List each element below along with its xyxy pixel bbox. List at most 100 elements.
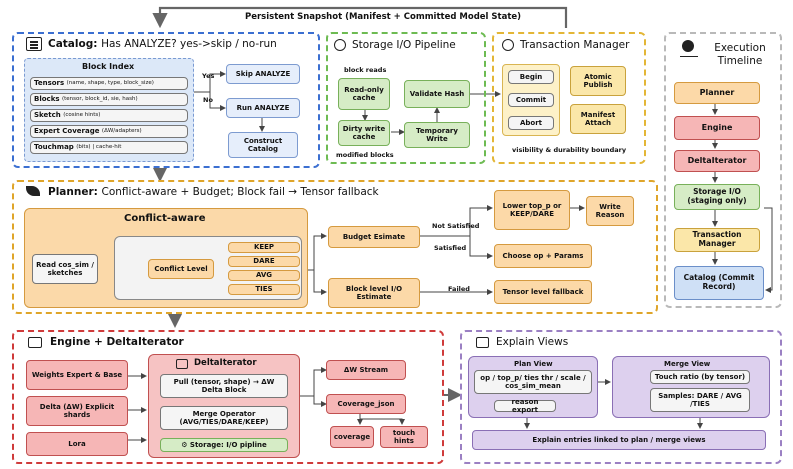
row-head: Blocks	[34, 95, 60, 104]
conflict-level-box: Conflict Level	[148, 259, 214, 279]
validate-hash-box: Validate Hash	[404, 80, 470, 108]
engine-icon	[28, 337, 42, 348]
reason-export-box: reason export	[494, 398, 556, 414]
block-io-estimate-box: Block level I/O Estimate	[328, 278, 420, 308]
level-ties: TIES	[228, 284, 300, 295]
touch-hints-box: touch hints	[380, 426, 428, 448]
delta-shards-box: Delta (ΔW) Explicit shards	[26, 396, 128, 426]
catalog-row-expert-coverage: Expert Coverage (ΔW/adapters)	[30, 125, 188, 138]
catalog-panel	[12, 32, 320, 168]
link-icon: ⚙	[181, 440, 188, 449]
modified-blocks-label: modified blocks	[336, 151, 394, 159]
coverage-box: coverage	[330, 426, 374, 448]
catalog-title: Catalog: Has ANALYZE? yes->skip / no-run	[48, 38, 277, 50]
timeline-storage: Storage I/O (staging only)	[674, 184, 760, 210]
temporary-write-box: Temporary Write	[404, 122, 470, 148]
timeline-branch-icon	[680, 56, 698, 64]
delta-iterator-icon	[176, 359, 188, 369]
level-dare: DARE	[228, 256, 300, 267]
read-cos-sim-box: Read cos_sim / sketches	[32, 254, 98, 284]
atomic-publish-box: Atomic Publish	[570, 66, 626, 96]
readonly-cache-box: Read-only cache	[338, 78, 390, 110]
catalog-icon	[26, 37, 42, 51]
coverage-json-box: Coverage_json	[326, 394, 406, 414]
storage-panel	[326, 32, 486, 164]
manifest-attach-box: Manifest Attach	[570, 104, 626, 134]
budget-estimate-box: Budget Esimate	[328, 226, 420, 248]
pull-tensor-box: Pull (tensor, shape) → ΔW Delta Block	[160, 374, 288, 398]
write-reason-box: Write Reason	[586, 196, 634, 226]
timeline-deltaiterator: DeltaIterator	[674, 150, 760, 172]
level-keep: KEEP	[228, 242, 300, 253]
storage-pipeline-box: ⚙ Storage: I/O pipline	[160, 438, 288, 452]
boundary-label: visibility & durability boundary	[512, 146, 627, 154]
conflict-aware-title: Conflict-aware	[124, 213, 206, 224]
no-label: No	[203, 96, 213, 104]
planner-title: Planner: Conflict-aware + Budget; Block …	[48, 186, 379, 198]
timeline-title: Execution Timeline	[714, 42, 766, 68]
catalog-title-rest: Has ANALYZE? yes->skip / no-run	[101, 38, 277, 50]
row-head: Expert Coverage	[34, 127, 100, 136]
storage-icon	[334, 39, 346, 51]
storage-title: Storage I/O Pipeline	[352, 39, 456, 51]
delta-iterator-title: DeltaIterator	[194, 358, 257, 368]
explain-entries-box: Explain entries linked to plan / merge v…	[472, 430, 766, 450]
commit-box: Commit	[508, 93, 554, 107]
catalog-title-prefix: Catalog:	[48, 38, 98, 50]
dirty-write-cache-box: Dirty write cache	[338, 120, 390, 146]
row-head: Sketch	[34, 111, 61, 120]
abort-box: Abort	[508, 116, 554, 130]
timeline-engine: Engine	[674, 116, 760, 140]
transaction-title: Transaction Manager	[520, 39, 630, 51]
touch-ratio-box: Touch ratio (by tensor)	[650, 370, 750, 384]
level-avg: AVG	[228, 270, 300, 281]
row-detail: (tensor, block_id, sie, hash)	[61, 96, 138, 103]
catalog-row-touchmap: Touchmap (bits) | cache-hit	[30, 141, 188, 154]
block-reads-label: block reads	[344, 66, 387, 74]
row-head: Tensors	[34, 79, 65, 88]
catalog-row-sketch: Sketch (cosine hints)	[30, 109, 188, 122]
row-detail: (name, shape, type, block_size)	[66, 80, 154, 87]
merge-view-title: Merge View	[664, 360, 711, 368]
run-analyze-box: Run ANALYZE	[226, 98, 300, 118]
weights-box: Weights Expert & Base	[26, 360, 128, 390]
row-detail: (cosine hints)	[63, 112, 101, 119]
timeline-icon	[682, 40, 694, 52]
block-index-title: Block Index	[82, 62, 135, 71]
explain-title: Explain Views	[496, 336, 569, 348]
explain-panel	[460, 330, 782, 464]
planner-title-rest: Conflict-aware + Budget; Block fail → Te…	[101, 186, 379, 198]
storage-pipeline-label: Storage: I/O pipline	[189, 440, 267, 449]
satisfied-label: Satisfied	[434, 244, 467, 252]
row-detail: (ΔW/adapters)	[101, 128, 142, 135]
timeline-transaction: Transaction Manager	[674, 228, 760, 252]
row-detail: (bits) | cache-hit	[76, 144, 122, 151]
lower-top-p-box: Lower top_p or KEEP/DARE	[494, 190, 570, 230]
yes-label: Yes	[202, 72, 215, 80]
planner-title-prefix: Planner:	[48, 186, 98, 198]
engine-panel	[12, 330, 444, 464]
choose-op-box: Choose op + Params	[494, 244, 592, 268]
plan-detail-box: op / top_p/ ties thr / scale / cos_sim_m…	[474, 370, 592, 394]
construct-catalog-box: Construct Catalog	[228, 132, 298, 158]
not-satisfied-label: Not Satisfied	[432, 222, 480, 230]
failed-label: Failed	[448, 285, 470, 293]
row-head: Touchmap	[34, 143, 74, 152]
catalog-row-blocks: Blocks (tensor, block_id, sie, hash)	[30, 93, 188, 106]
transaction-panel	[492, 32, 646, 164]
samples-box: Samples: DARE / AVG /TIES	[650, 388, 750, 412]
explain-icon	[476, 337, 489, 348]
plan-view-title: Plan View	[514, 360, 553, 368]
timeline-catalog: Catalog (Commit Record)	[674, 266, 764, 300]
lora-box: Lora	[26, 432, 128, 456]
engine-title: Engine + DeltaIterator	[50, 336, 184, 348]
catalog-row-tensors: Tensors (name, shape, type, block_size)	[30, 77, 188, 90]
transaction-icon	[502, 39, 514, 51]
tensor-fallback-box: Tensor level fallback	[494, 280, 592, 304]
planner-panel	[12, 180, 658, 314]
begin-box: Begin	[508, 70, 554, 84]
dw-stream-box: ΔW Stream	[326, 360, 406, 380]
persistent-snapshot-label: Persistent Snapshot (Manifest + Committe…	[245, 12, 522, 22]
leaf-icon	[26, 186, 40, 196]
merge-operator-box: Merge Operator (AVG/TIES/DARE/KEEP)	[160, 406, 288, 430]
